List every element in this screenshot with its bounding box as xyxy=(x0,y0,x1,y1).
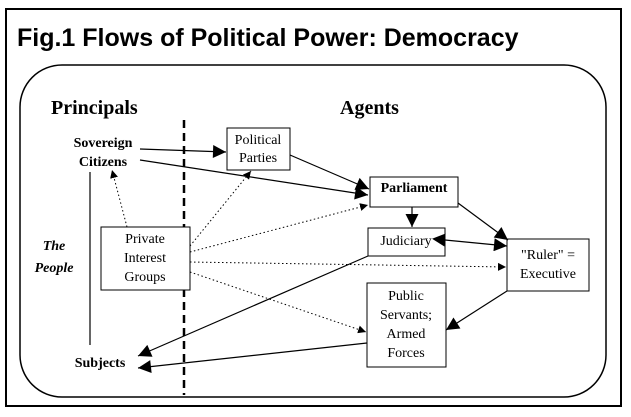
dotted-private-to-public-servants xyxy=(189,271,367,334)
private-interest-groups-box: Private Interest Groups xyxy=(100,226,191,291)
svg-text:Sovereign: Sovereign xyxy=(74,136,133,151)
dotted-private-to-parties xyxy=(189,170,252,247)
diagram-container xyxy=(19,64,607,398)
svg-text:Political: Political xyxy=(235,133,282,148)
svg-text:The: The xyxy=(43,239,66,254)
svg-text:Judiciary: Judiciary xyxy=(380,234,431,249)
dotted-private-to-citizens xyxy=(110,169,128,228)
svg-text:Citizens: Citizens xyxy=(79,155,128,170)
arrow-citizens-to-parliament xyxy=(139,159,369,200)
the-people-label: The People xyxy=(35,239,74,276)
arrow-judiciary-to-subjects xyxy=(137,255,369,357)
svg-text:Groups: Groups xyxy=(124,270,165,285)
ruler-executive-box: "Ruler" = Executive xyxy=(506,238,590,292)
svg-text:Executive: Executive xyxy=(520,267,576,282)
subjects-label: Subjects xyxy=(75,356,126,371)
judiciary-box: Judiciary xyxy=(367,227,446,257)
agents-heading: Agents xyxy=(340,97,399,119)
svg-text:"Ruler" =: "Ruler" = xyxy=(521,248,575,263)
figure-title: Fig.1 Flows of Political Power: Democrac… xyxy=(17,24,519,52)
svg-text:Parties: Parties xyxy=(239,151,277,166)
svg-text:Forces: Forces xyxy=(387,346,424,361)
sovereign-citizens-label: Sovereign Citizens xyxy=(74,136,133,170)
arrow-parliament-to-ruler xyxy=(457,202,509,241)
svg-text:Private: Private xyxy=(125,232,165,247)
arrow-parties-to-parliament xyxy=(289,154,370,190)
arrow-ruler-to-public-servants xyxy=(445,290,508,331)
public-servants-box: Public Servants; Armed Forces xyxy=(366,282,447,368)
figure-frame xyxy=(5,8,622,407)
svg-text:Public: Public xyxy=(388,289,424,304)
dotted-private-to-ruler xyxy=(189,261,507,271)
principals-heading: Principals xyxy=(51,97,138,119)
svg-text:Armed: Armed xyxy=(387,327,426,342)
arrow-judiciary-ruler xyxy=(432,233,508,252)
dotted-private-to-parliament xyxy=(189,203,369,253)
svg-text:People: People xyxy=(35,261,74,276)
arrow-public-servants-to-subjects xyxy=(137,342,368,374)
parliament-box: Parliament xyxy=(369,176,459,208)
political-parties-box: Political Parties xyxy=(226,127,291,171)
arrow-citizens-to-parties xyxy=(139,145,227,159)
svg-text:Parliament: Parliament xyxy=(381,181,448,196)
svg-text:Servants;: Servants; xyxy=(380,308,432,323)
svg-text:Interest: Interest xyxy=(124,251,166,266)
